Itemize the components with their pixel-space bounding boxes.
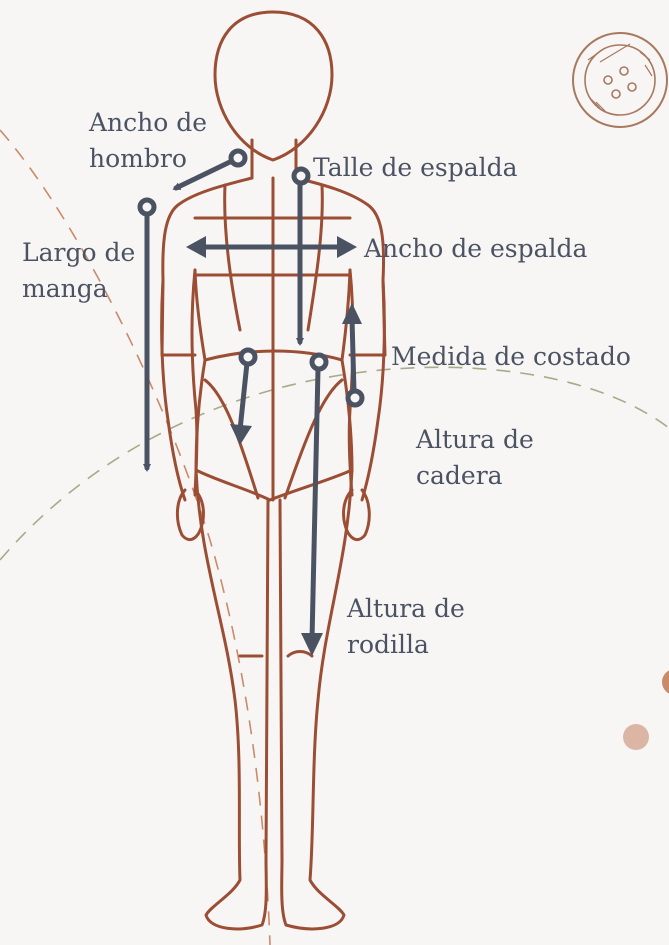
label-ancho-espalda: Ancho de espalda <box>364 231 587 267</box>
label-altura-rodilla: Altura de rodilla <box>347 591 465 663</box>
measurement-arrows <box>140 151 362 656</box>
label-talle-espalda: Talle de espalda <box>313 150 518 186</box>
arrow-side-measure <box>352 318 354 392</box>
label-altura-cadera: Altura de cadera <box>416 422 534 494</box>
button-icon <box>573 33 667 127</box>
arrow-hip-height <box>240 363 247 430</box>
dashed-arc-green <box>0 367 669 560</box>
dot-light <box>623 724 649 750</box>
label-ancho-hombro: Ancho de hombro <box>89 105 207 177</box>
label-medida-costado: Medida de costado <box>391 339 631 375</box>
arrow-knee-height <box>312 369 318 640</box>
dot-dark <box>662 669 669 695</box>
label-largo-manga: Largo de manga <box>22 235 135 307</box>
